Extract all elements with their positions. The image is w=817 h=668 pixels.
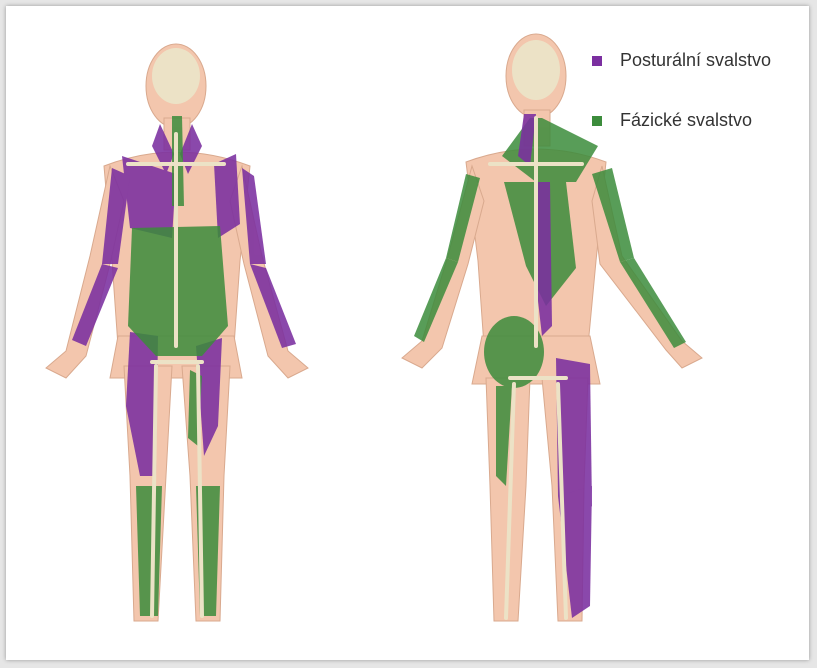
diagram-frame: Posturální svalstvo Fázické svalstvo bbox=[6, 6, 809, 660]
front-view bbox=[46, 44, 308, 621]
muscle-diagram bbox=[6, 6, 809, 660]
legend-item-postural: Posturální svalstvo bbox=[592, 50, 771, 71]
legend-item-phasic: Fázické svalstvo bbox=[592, 110, 752, 131]
legend-label-postural: Posturální svalstvo bbox=[620, 50, 771, 71]
legend-swatch-purple bbox=[592, 56, 602, 66]
legend-swatch-green bbox=[592, 116, 602, 126]
legend-label-phasic: Fázické svalstvo bbox=[620, 110, 752, 131]
